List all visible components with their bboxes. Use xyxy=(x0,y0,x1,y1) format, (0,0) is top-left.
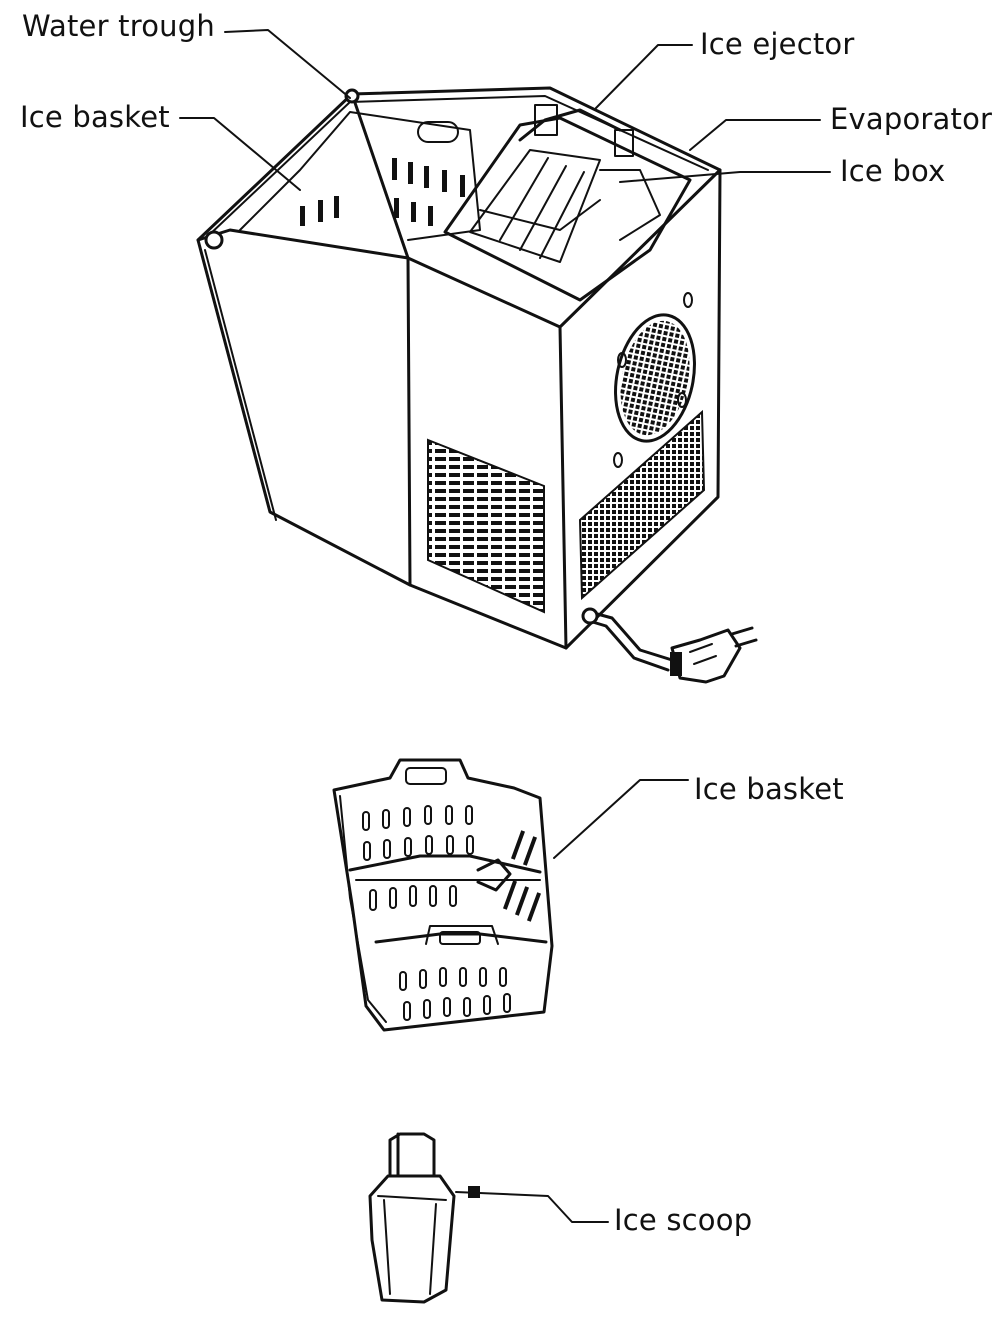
leader-ice-box xyxy=(619,171,831,183)
label-ice-scoop: Ice scoop xyxy=(614,1203,753,1237)
label-ice-ejector: Ice ejector xyxy=(700,27,855,61)
label-water-trough: Water trough xyxy=(22,9,215,43)
leader-ice-basket-top xyxy=(179,117,301,191)
ice-scoop-drawing xyxy=(368,1132,456,1304)
leader-water-trough xyxy=(224,29,351,99)
label-evaporator: Evaporator xyxy=(830,102,993,136)
ice-basket-drawing xyxy=(332,758,554,1032)
label-ice-box: Ice box xyxy=(840,154,946,188)
label-ice-basket: Ice basket xyxy=(694,772,844,806)
leader-evaporator xyxy=(689,119,821,151)
leader-ice-ejector xyxy=(595,44,693,109)
ice-maker-unit xyxy=(196,86,758,684)
leader-lines xyxy=(179,29,831,1223)
label-ice-basket-top: Ice basket xyxy=(20,100,170,134)
leader-ice-scoop xyxy=(455,1191,609,1223)
leader-ice-basket xyxy=(553,779,689,859)
